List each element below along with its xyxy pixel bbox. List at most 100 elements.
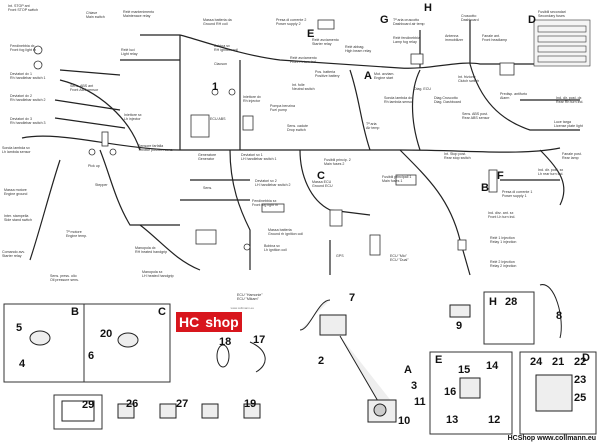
wiring-label: Tª motore Engine temp.: [66, 230, 88, 238]
wiring-label: Relè luci Light relay: [121, 48, 138, 56]
wiring-label: Cruscotto Dashboard: [461, 14, 479, 22]
callout-number: 24: [530, 356, 543, 368]
wiring-label: Sonda lambda sx Lh lambda sensor: [2, 146, 31, 154]
fuse-block: [533, 19, 591, 67]
wiring-label: Sens. cadute Drop switch: [287, 124, 308, 132]
section-letter: D: [582, 352, 590, 364]
callout-number: 6: [88, 350, 95, 362]
callout-number: 10: [398, 415, 411, 427]
wiring-label: Fusibili secondari Secondary fuses: [538, 10, 566, 18]
wiring-label: Diag. ECU: [414, 87, 431, 91]
wiring-label: Sonda lambda dx Rh lambda sensor: [384, 96, 414, 104]
wiring-label: Ind. dir. post. sx Lh rear turn ind.: [538, 168, 564, 176]
callout-number: 2: [318, 355, 325, 367]
inset-panels: [3, 291, 597, 435]
callout-number: 28: [505, 296, 518, 308]
wiring-label: Diag.Cruscotto Diag. Dashboard: [434, 96, 461, 104]
wiring-label: Ind. dirz. ant. sx Front Lh turn ind.: [488, 211, 516, 219]
wiring-label: Iniettore dx Rh injector: [243, 95, 261, 103]
wiring-label: Relè 1 Injection Relay 1 injection: [490, 236, 517, 244]
callout-number: 25: [574, 392, 587, 404]
callout-number: 12: [488, 414, 501, 426]
wiring-label: ECU "Mio" ECU "Dual": [390, 254, 409, 262]
wiring-label: Manopola sx LH heated handgrip: [142, 270, 174, 278]
wiring-label: Manopola dx RH heated handgrip: [135, 246, 168, 254]
wiring-label: Sens. ABS ant Front ABS sensor: [70, 84, 99, 92]
callout-number: 9: [456, 320, 463, 332]
wiring-label: Relè avviamento Front rh turn ind.: [290, 56, 317, 64]
callout-number: 13: [446, 414, 459, 426]
wiring-label: Stepper: [95, 183, 108, 187]
wiring-label: Int. STOP ant Front STOP switch: [8, 4, 39, 12]
wiring-label: ECU "Hamonie" ECU "Mikam": [237, 293, 263, 301]
section-letter: E: [435, 354, 443, 366]
wiring-label: Deviatori dx 1 Rh handlebar switch 1: [10, 72, 46, 80]
callout-number: 17: [253, 334, 266, 346]
wiring-label: Presa di corrente 2 Power supply 2: [276, 18, 307, 26]
footer-credit: HCShop www.collmann.eu: [507, 435, 596, 442]
wiring-label: Sens. ABS post. Rear ABS sensor: [462, 112, 490, 120]
wiring-label: Chiave Main switch: [86, 11, 105, 19]
section-letter: H: [424, 2, 432, 14]
wiring-label: Comando avv. Starter relay: [2, 250, 25, 258]
callout-number: 26: [126, 398, 139, 410]
section-letter: G: [380, 14, 389, 26]
wiring-label: ECU ABS: [210, 117, 226, 121]
wiring-label: GPS: [336, 254, 344, 258]
wiring-label: Relè 2 Injection Relay 2 injection: [490, 260, 517, 268]
wiring-label: Presa di corrente 1 Power supply 1: [502, 190, 533, 198]
wiring-label: Deviatori dx 2 Rh handlebar switch 2: [10, 94, 46, 102]
wiring-label: Massa motore Engine ground: [4, 188, 28, 196]
wiring-label: Sensore farfalla Throttle position sens.: [138, 144, 174, 152]
wiring-label: Luce targa License plate light: [554, 120, 583, 128]
wiring-label: Bobina sx Lh ignition coil: [264, 244, 287, 252]
wiring-label: Massa batteria da Ground RH coil: [203, 18, 232, 26]
wiring-label: Generatore Generator: [198, 153, 217, 161]
hcshop-logo: HC shop www.collmann.eu: [176, 306, 254, 332]
wiring-label: Inter. stampella Side stand switch: [4, 214, 32, 222]
wiring-label: Deviatori sx 1 LH handlebar switch 1: [241, 153, 277, 161]
section-letter: A: [364, 70, 372, 82]
section-letter: H: [489, 296, 497, 308]
connectors: [33, 19, 515, 256]
section-letter: C: [158, 306, 166, 318]
wiring-label: Int. Stop post. Rear stop switch: [444, 152, 471, 160]
wiring-label: Tª aria cruscotto Dashboard air temp: [393, 18, 425, 26]
logo-web: www.collmann.eu: [230, 306, 254, 310]
callout-number: 23: [574, 374, 587, 386]
parts-illustrations: [29, 284, 573, 423]
wiring-label: Bobina sx RH ignition coil: [214, 44, 238, 52]
wiring-label: Fendinebbia dx Front fog light rh: [10, 44, 37, 52]
callout-number: 16: [444, 386, 457, 398]
callout-number: 27: [176, 398, 189, 410]
callout-number: 18: [219, 336, 232, 348]
section-letter: A: [404, 364, 412, 376]
wiring-label: Relè abbag. High beam relay: [345, 45, 372, 53]
wiring-label: Relè fendinebbia Lamp fog relay: [393, 36, 420, 44]
section-letter: B: [481, 182, 489, 194]
callout-number: 15: [458, 364, 471, 376]
callout-number: 1: [212, 81, 219, 93]
wiring-label: Fanale post. Rear lamp: [562, 152, 582, 160]
wiring-label: Mot. avviam. Engine start: [374, 72, 395, 80]
section-letter: B: [71, 306, 79, 318]
harness-wires: [21, 20, 580, 276]
wiring-label: Deviatori dx 3 Rh handlebar switch 3: [10, 117, 46, 125]
callout-number: 7: [349, 292, 356, 304]
wiring-label: Fendinebbia sx Front fog light lh: [252, 199, 278, 207]
callout-number: 20: [100, 328, 113, 340]
callout-number: 19: [244, 398, 257, 410]
wiring-label: Fanale ant. Front headlamp: [482, 34, 508, 42]
callout-number: 5: [16, 322, 23, 334]
callout-number: 22: [574, 356, 587, 368]
wiring-label: Sens. press. olio Oil pressure sens.: [50, 274, 79, 282]
wiring-label: Relè avviamento Starter relay: [312, 38, 339, 46]
section-letter: D: [528, 14, 536, 26]
callout-number: 4: [19, 358, 26, 370]
wiring-label: Fusibili princip. 2 Main fuses 2: [324, 158, 351, 166]
wiring-label: Clacson: [214, 62, 227, 66]
logo-shop: shop: [202, 312, 242, 332]
wiring-label: Pompa benzina Fuel pump: [270, 104, 295, 112]
wiring-label: Ind. dir. post. dx Rear Rh turn ind.: [556, 96, 584, 104]
